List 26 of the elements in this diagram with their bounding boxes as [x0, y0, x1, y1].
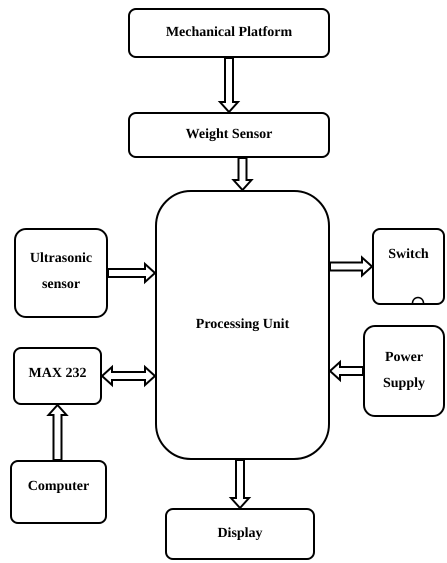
- block-arrow: [228, 459, 252, 510]
- block-label: Mechanical Platform: [166, 24, 292, 42]
- block: [372, 228, 445, 305]
- block-label: Computer: [28, 478, 90, 496]
- block-arrow: [231, 157, 254, 192]
- block-arrow: [46, 404, 69, 461]
- block-label: MAX 232: [28, 365, 86, 383]
- block-label: Ultrasonic sensor: [28, 250, 94, 294]
- block: [10, 460, 107, 524]
- block: [14, 228, 108, 318]
- block-arrow: [218, 57, 240, 114]
- block-label: Switch: [388, 246, 429, 264]
- block: [128, 8, 330, 58]
- block-label: Power Supply: [382, 349, 426, 393]
- block: [13, 347, 102, 405]
- block-label: Weight Sensor: [186, 126, 272, 144]
- block-arrow: [329, 255, 374, 278]
- block: [128, 112, 330, 158]
- block-label: Display: [217, 525, 263, 543]
- block: [363, 325, 445, 417]
- processing-block: [155, 190, 330, 460]
- block-label: Processing Unit: [196, 316, 290, 334]
- block-arrow: [100, 364, 156, 388]
- block-arrow: [107, 262, 156, 284]
- block-arrow: [328, 360, 364, 382]
- block: [165, 508, 315, 560]
